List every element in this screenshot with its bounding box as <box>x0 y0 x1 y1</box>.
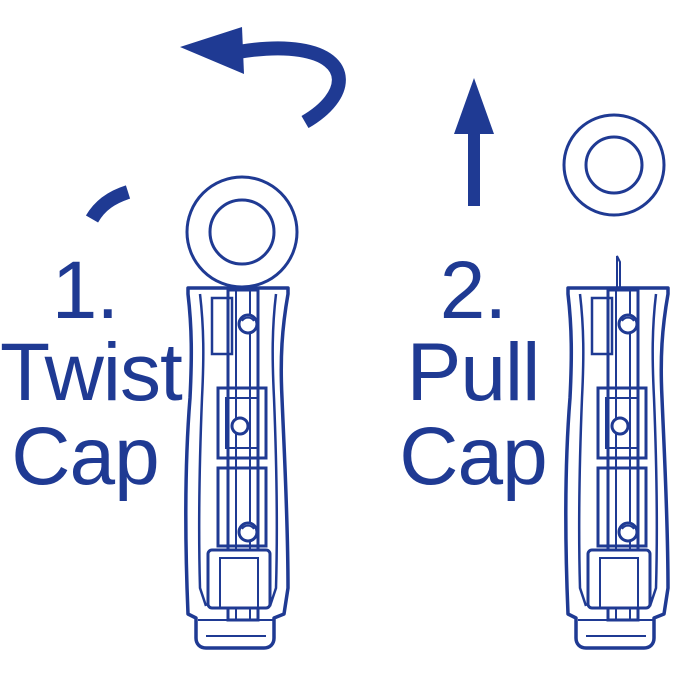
needle-icon <box>616 255 621 289</box>
step-2-object: Cap <box>399 411 547 502</box>
device-body-twist <box>184 286 290 650</box>
pull-arrow-head-icon <box>454 78 494 134</box>
pull-arrow-shaft-icon <box>468 118 480 206</box>
step-2-label: 2. Pull Cap <box>398 250 548 500</box>
device-body-pull <box>564 286 670 650</box>
twist-arrow-head-icon <box>180 27 244 74</box>
step-1-action: Twist <box>0 327 183 418</box>
cap-inner-ring-icon <box>208 198 276 266</box>
cap-outer-ring-icon <box>185 175 299 289</box>
twist-arc-tail-icon <box>85 185 131 223</box>
step-1-label: 1. Twist Cap <box>0 245 183 502</box>
twist-arrow-icon <box>236 41 346 129</box>
step-1-object: Cap <box>11 411 159 502</box>
cap-inner-ring-icon <box>584 135 644 195</box>
step-1-number: 1. <box>51 245 119 336</box>
step-2-action: Pull <box>406 327 541 418</box>
step-2-number: 2. <box>439 245 507 336</box>
cap-outer-ring-icon <box>562 113 666 217</box>
